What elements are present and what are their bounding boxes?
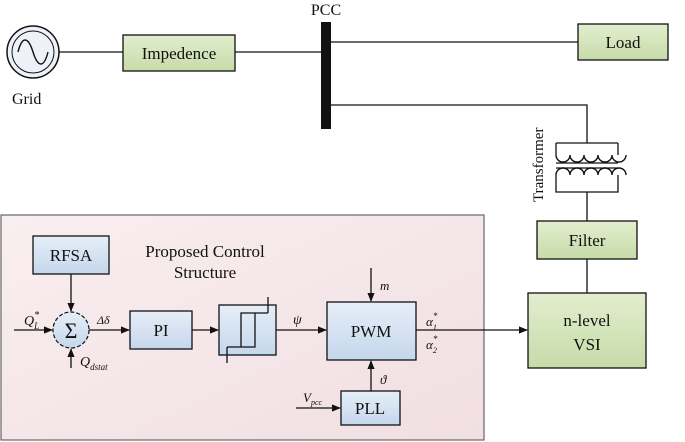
theta-label: ϑ bbox=[380, 372, 387, 387]
impedance-block bbox=[122, 34, 236, 72]
wire-pcc-transformer bbox=[331, 104, 588, 143]
pll-label: PLL bbox=[355, 399, 385, 418]
vpcc-label: Vpcc bbox=[303, 390, 323, 407]
hysteresis-icon bbox=[227, 312, 268, 348]
rfsa-block bbox=[32, 235, 110, 275]
pll-block bbox=[340, 390, 401, 426]
pwm-label: PWM bbox=[351, 322, 392, 341]
pwm-block bbox=[326, 301, 417, 361]
grid-source bbox=[6, 25, 60, 79]
wire-transformer-bottom bbox=[555, 175, 619, 193]
transformer-symbol bbox=[555, 154, 627, 176]
control-title-line1: Proposed Control bbox=[145, 242, 265, 261]
impedance-label: Impedence bbox=[142, 44, 217, 63]
control-title-line2: Structure bbox=[174, 263, 236, 282]
sine-wave-icon bbox=[17, 39, 49, 65]
filter-block bbox=[536, 220, 638, 260]
vsi-label-line1: n-level bbox=[563, 311, 610, 330]
delta-delta-label: Δδ bbox=[96, 313, 110, 327]
load-block bbox=[577, 23, 669, 61]
pcc-bus-bar bbox=[321, 22, 331, 129]
psi-label: ψ bbox=[293, 313, 302, 328]
rfsa-label: RFSA bbox=[50, 246, 93, 265]
grid-label: Grid bbox=[12, 91, 41, 108]
sum-symbol: Σ bbox=[65, 318, 78, 343]
pi-block bbox=[129, 310, 193, 350]
filter-label: Filter bbox=[569, 231, 606, 250]
m-label: m bbox=[380, 278, 389, 293]
vsi-block bbox=[527, 292, 647, 369]
ql-label: QL* bbox=[24, 310, 39, 331]
alpha2-label: α2* bbox=[426, 334, 438, 355]
load-label: Load bbox=[606, 33, 641, 52]
qdstat-label: Qdstat bbox=[80, 355, 108, 372]
pi-label: PI bbox=[153, 321, 168, 340]
transformer-label: Transformer bbox=[531, 128, 547, 202]
pcc-label: PCC bbox=[311, 2, 341, 19]
vsi-label-line2: VSI bbox=[573, 335, 601, 354]
alpha1-label: α1* bbox=[426, 311, 438, 332]
